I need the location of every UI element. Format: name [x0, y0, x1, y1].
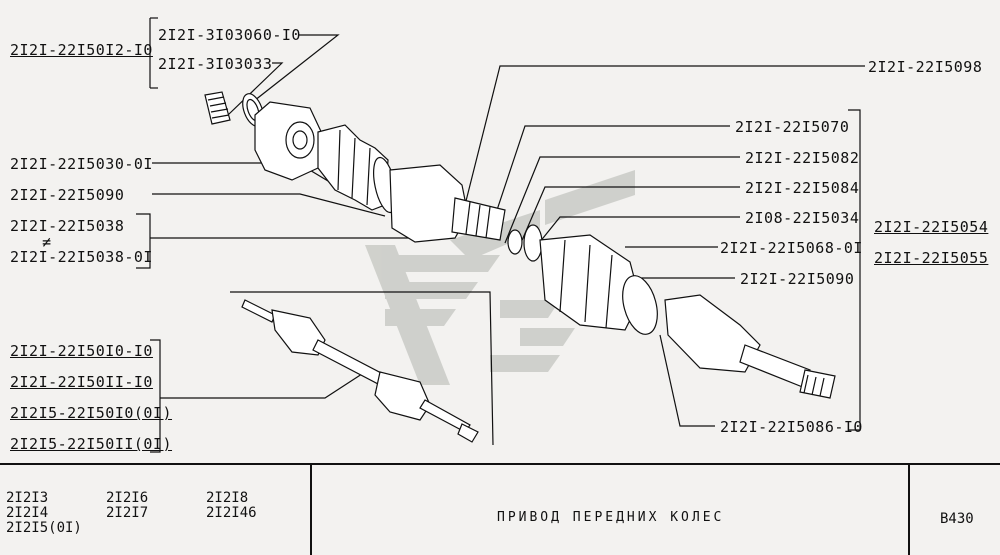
model-code: 2I2I6 [106, 490, 149, 506]
part-label: 2I2I-22I5068-0I [720, 239, 863, 257]
part-label: 2I2I-22I5054 [874, 218, 989, 236]
model-code: 2I2I5(0I) [6, 520, 82, 536]
lower-shaft-assembly [241, 299, 479, 443]
part-label: 2I2I-3I03033 [158, 55, 273, 73]
part-label: 2I2I-22I50I2-I0 [10, 41, 153, 59]
part-label: 2I2I-22I5084 [745, 179, 860, 197]
part-label: 2I2I5-22I50I0(0I) [10, 404, 173, 422]
page-title: ПРИВОД ПЕРЕДНИХ КОЛЕС [497, 510, 725, 525]
model-code: 2I2I3 [6, 490, 49, 506]
parts-diagram: 2I2I-22I50I2-I0 2I2I-3I03060-I0 2I2I-3I0… [10, 17, 989, 453]
model-code: 2I2I46 [206, 505, 257, 521]
model-code: 2I2I7 [106, 505, 149, 521]
part-label: 2I2I-22I5098 [868, 58, 983, 76]
part-label: 2I2I5-22I50II(0I) [10, 435, 173, 453]
part-label: 2I2I-22I5086-I0 [720, 418, 863, 436]
part-label: 2I08-22I5034 [745, 209, 860, 227]
watermark-logo [365, 170, 635, 385]
part-label: 2I2I-22I5038-0I [10, 248, 153, 266]
part-label: 2I2I-22I5082 [745, 149, 860, 167]
separator-mark: ≠ [42, 233, 52, 251]
part-label: 2I2I-22I5055 [874, 249, 989, 267]
upper-shaft-assembly [204, 91, 836, 399]
part-label: 2I2I-22I50II-I0 [10, 373, 153, 391]
model-code: 2I2I8 [206, 490, 249, 506]
part-label: 2I2I-22I50I0-I0 [10, 342, 153, 360]
exploded-view-drawing [136, 17, 865, 453]
model-code: 2I2I4 [6, 505, 49, 521]
part-label: 2I2I-3I03060-I0 [158, 26, 301, 44]
part-label: 2I2I-22I5090 [740, 270, 855, 288]
part-label: 2I2I-22I5030-0I [10, 155, 153, 173]
title-block: 2I2I3 2I2I4 2I2I5(0I) 2I2I6 2I2I7 2I2I8 … [0, 463, 1000, 555]
part-label: 2I2I-22I5070 [735, 118, 850, 136]
part-label: 2I2I-22I5090 [10, 186, 125, 204]
page-code: B430 [940, 511, 974, 527]
part-label: 2I2I-22I5038 [10, 217, 125, 235]
